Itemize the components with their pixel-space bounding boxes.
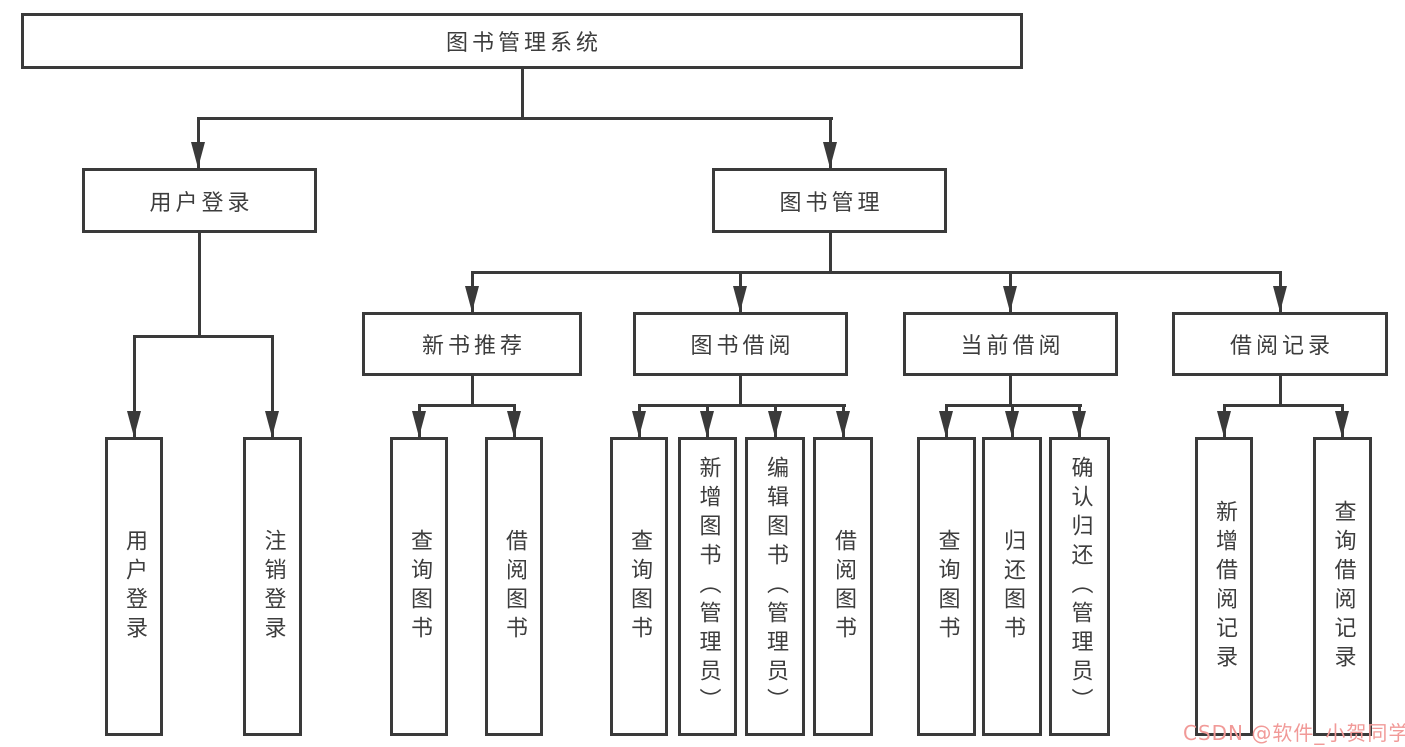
connector-line: [271, 335, 274, 437]
node-label: 查询图书: [934, 528, 960, 645]
node-root: 图书管理系统: [21, 13, 1023, 69]
arrow-down-icon: [733, 286, 747, 312]
node-label: 查询图书: [627, 528, 652, 645]
node-label: 当前借阅: [960, 334, 1065, 359]
csdn-watermark: CSDN @软件_小贺同学: [1183, 721, 1405, 745]
node-leaf-borrow-book-1: 借阅图书: [485, 437, 543, 736]
connector-line: [471, 271, 1282, 274]
node-leaf-query-book-2: 查询图书: [610, 437, 668, 736]
node-label: 归还图书: [1000, 528, 1025, 645]
node-label: 新增图书（管理员）: [695, 456, 721, 717]
node-label: 借阅记录: [1229, 334, 1334, 359]
connector-line: [133, 335, 274, 338]
node-label: 用户登录: [149, 190, 254, 216]
connector-line: [1279, 376, 1282, 406]
node-leaf-logout: 注销登录: [243, 437, 302, 736]
node-label: 查询借阅记录: [1330, 499, 1356, 674]
node-book-borrow: 图书借阅: [633, 312, 848, 376]
node-leaf-query-book-1: 查询图书: [390, 437, 448, 736]
arrow-down-icon: [1072, 411, 1086, 437]
arrow-down-icon: [465, 286, 479, 312]
arrow-down-icon: [265, 411, 279, 437]
node-label: 图书管理系统: [445, 31, 602, 56]
arrow-down-icon: [412, 411, 426, 437]
arrow-down-icon: [1273, 286, 1287, 312]
node-label: 图书管理: [779, 190, 884, 216]
arrow-down-icon: [1003, 286, 1017, 312]
node-label: 用户登录: [122, 528, 147, 645]
node-leaf-query-book-3: 查询图书: [917, 437, 976, 736]
node-current-borrow: 当前借阅: [903, 312, 1118, 376]
node-label: 新增借阅记录: [1212, 499, 1237, 674]
node-leaf-return-book: 归还图书: [982, 437, 1042, 736]
arrow-down-icon: [700, 411, 714, 437]
node-label: 借阅图书: [831, 528, 856, 645]
node-borrow-records: 借阅记录: [1172, 312, 1388, 376]
arrow-down-icon: [1217, 411, 1231, 437]
node-label: 新书推荐: [421, 334, 526, 359]
node-book-management: 图书管理: [712, 168, 947, 233]
node-leaf-confirm-return: 确认归还（管理员）: [1049, 437, 1110, 736]
arrow-down-icon: [1005, 411, 1019, 437]
arrow-down-icon: [127, 411, 141, 437]
node-leaf-user-login: 用户登录: [105, 437, 163, 736]
connector-line: [739, 376, 742, 406]
arrow-down-icon: [632, 411, 646, 437]
connector-line: [829, 233, 832, 273]
arrow-down-icon: [507, 411, 521, 437]
arrow-down-icon: [768, 411, 782, 437]
node-leaf-add-book-admin: 新增图书（管理员）: [678, 437, 737, 736]
node-label: 查询图书: [407, 528, 432, 645]
connector-line: [1223, 404, 1344, 407]
node-label: 编辑图书（管理员）: [763, 456, 788, 717]
arrow-down-icon: [823, 142, 837, 168]
node-label: 注销登录: [260, 528, 286, 645]
node-leaf-query-record: 查询借阅记录: [1313, 437, 1372, 736]
arrow-down-icon: [939, 411, 953, 437]
arrow-down-icon: [191, 142, 205, 168]
arrow-down-icon: [836, 411, 850, 437]
node-leaf-edit-book-admin: 编辑图书（管理员）: [745, 437, 805, 736]
connector-line: [638, 404, 846, 407]
connector-line: [521, 69, 524, 118]
connector-line: [197, 117, 833, 120]
node-new-book-recommend: 新书推荐: [362, 312, 582, 376]
arrow-down-icon: [1335, 411, 1349, 437]
node-label: 确认归还（管理员）: [1067, 456, 1093, 717]
connector-line: [471, 376, 474, 406]
connector-line: [418, 404, 516, 407]
node-user-login: 用户登录: [82, 168, 317, 233]
node-leaf-borrow-book-2: 借阅图书: [813, 437, 873, 736]
connector-line: [133, 335, 136, 437]
connector-line: [1009, 376, 1012, 406]
node-label: 借阅图书: [502, 528, 527, 645]
node-label: 图书借阅: [690, 334, 795, 359]
connector-line: [198, 233, 201, 337]
node-leaf-add-record: 新增借阅记录: [1195, 437, 1253, 736]
